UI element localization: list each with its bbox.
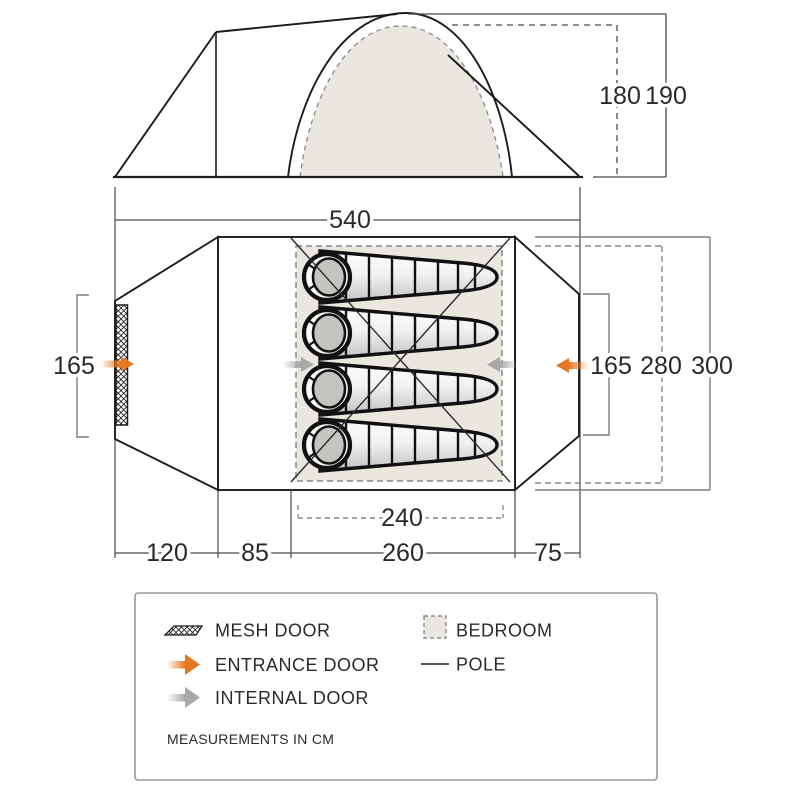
entrance-door-arrow-left (101, 356, 134, 372)
pole-line-2 (290, 237, 511, 483)
legend-box (134, 592, 658, 781)
dim-inner-height-label: 180 (599, 82, 641, 110)
legend-measurements-note: MEASUREMENTS IN CM (167, 731, 334, 747)
dimension-ticks (115, 490, 580, 558)
inner-width-guide (535, 245, 663, 484)
bottom-dimensions: 240 120 85 260 75 (115, 490, 580, 571)
dim-front-porch-label: 120 (146, 539, 188, 567)
dim-bedroom-width-label: 240 (381, 504, 423, 532)
right-door-bracket (583, 293, 610, 436)
left-door-bracket (76, 294, 89, 438)
outer-width-guide (535, 236, 711, 491)
legend-pole-label: POLE (456, 655, 506, 675)
elevation-right-slope (447, 54, 580, 177)
legend-mesh-door-label: MESH DOOR (215, 621, 331, 641)
dim-outer-height-label: 190 (645, 82, 687, 110)
internal-door-arrow-left (283, 357, 314, 372)
elevation-inner-dome (299, 25, 504, 178)
dim-living-gap-label: 85 (241, 539, 269, 567)
dim-left-door-label: 165 (53, 352, 95, 380)
internal-door-icon (167, 687, 200, 708)
dim-outer-width-label: 300 (691, 352, 733, 380)
legend-entrance-door-label: ENTRANCE DOOR (215, 655, 380, 675)
elevation-left-slope (114, 31, 217, 178)
entrance-door-icon (167, 654, 200, 675)
legend: MESH DOOR ENTRANCE DOOR INTERNAL DOOR BE… (134, 592, 658, 781)
bedroom-icon (423, 615, 447, 639)
height-190-bracket (408, 13, 667, 178)
elevation-dome-outline (287, 12, 513, 178)
legend-bedroom-label: BEDROOM (456, 621, 553, 641)
bedroom-width-dimension (297, 505, 504, 519)
dim-inner-width-label: 280 (640, 352, 682, 380)
dim-rear-porch-label: 75 (534, 539, 562, 567)
dim-right-door-label: 165 (590, 352, 632, 380)
legend-internal-door-label: INTERNAL DOOR (215, 688, 369, 708)
dim-bedroom-length-label: 260 (382, 539, 424, 567)
dim-total-width-label: 540 (329, 206, 371, 234)
height-180-guide (452, 24, 618, 177)
entrance-door-arrow-right (556, 358, 589, 373)
total-width-dimension: 540 (114, 187, 581, 558)
elevation-ridge (215, 13, 398, 33)
tent-floor-plan: 165 165 280 300 (50, 234, 736, 558)
mesh-door-icon-hatch (165, 626, 202, 635)
tent-side-elevation: 180 190 (113, 12, 690, 179)
internal-door-arrow-right (487, 357, 518, 372)
